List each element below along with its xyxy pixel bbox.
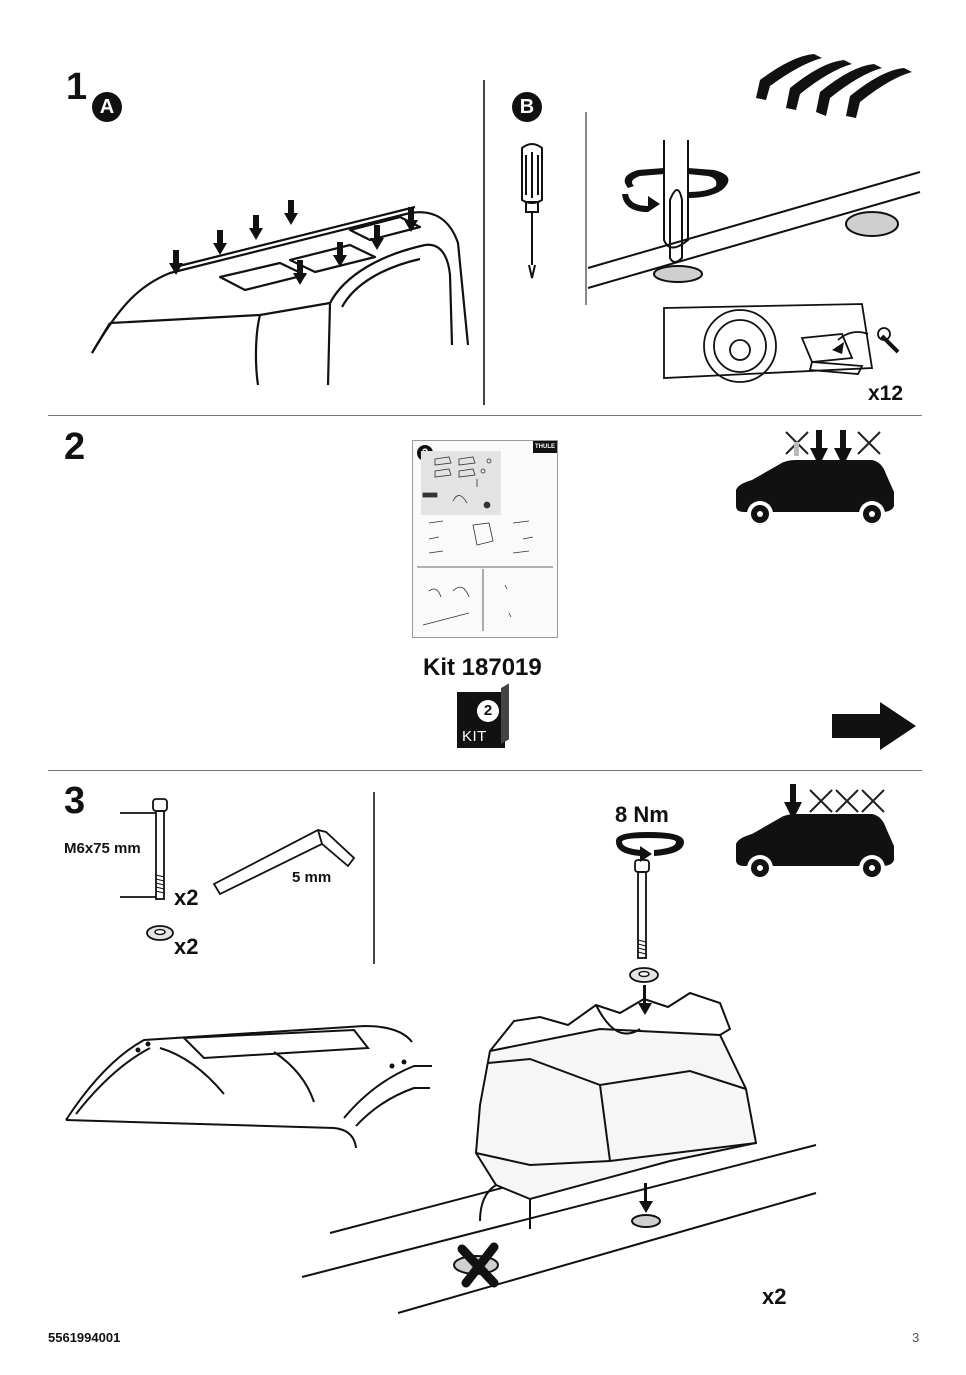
step1-divider-a-b — [483, 80, 485, 405]
section-divider-1-2 — [48, 415, 922, 416]
hex-key-icon — [212, 829, 356, 896]
next-arrow-icon — [832, 702, 916, 750]
caps-quantity: x12 — [868, 382, 904, 405]
page-number: 3 — [912, 1330, 920, 1345]
arrow-down-icon — [169, 250, 183, 275]
washer-icon — [146, 925, 174, 941]
roof-rail-caps-icon — [756, 54, 912, 118]
booklet-brand-logo: THULE — [533, 441, 557, 453]
label-a-badge: A — [92, 92, 122, 122]
label-b-badge: B — [512, 92, 542, 122]
part-number: 5561994001 — [48, 1330, 121, 1345]
screwdriver-icon — [521, 143, 543, 279]
step1-divider-b-c — [585, 112, 587, 305]
van-roof-illustration — [91, 200, 470, 386]
kit-instruction-booklet[interactable]: 2 THULE — [412, 440, 558, 638]
step-2-number: 2 — [64, 426, 86, 468]
kit-box-number: 2 — [477, 700, 499, 722]
step-3-number: 3 — [64, 780, 86, 822]
step3-divider-parts — [373, 792, 375, 964]
step3-bolt-icon — [634, 859, 650, 959]
car-load-position-front-icon — [736, 784, 894, 881]
washer-quantity: x2 — [174, 934, 199, 959]
torque-label: 8 Nm — [615, 802, 669, 827]
rotate-clockwise-icon — [615, 832, 684, 862]
glovebox-storage-illustration — [663, 303, 900, 383]
step-1-number: 1 — [66, 66, 88, 108]
kit-title: Kit 187019 — [423, 654, 542, 681]
rail-cap-removal-illustration — [587, 140, 921, 289]
bolt-size-label: M6x75 mm — [64, 840, 141, 857]
kit-box-icon: 2 KIT — [457, 683, 509, 748]
car-load-positions-icon — [736, 430, 894, 527]
section-divider-2-3 — [48, 770, 922, 771]
kit-box-label: KIT — [462, 728, 487, 745]
booklet-contents-sketch — [417, 456, 553, 631]
roof-close-up-illustration — [65, 1024, 432, 1149]
foot-quantity: x2 — [762, 1284, 787, 1309]
roof-rack-foot-illustration — [301, 985, 817, 1314]
hex-key-size: 5 mm — [292, 869, 332, 886]
cross-prohibited-icon — [457, 1242, 499, 1288]
bolt-quantity: x2 — [174, 885, 199, 910]
bolt-icon — [120, 798, 168, 900]
step3-washer-icon — [629, 967, 659, 983]
